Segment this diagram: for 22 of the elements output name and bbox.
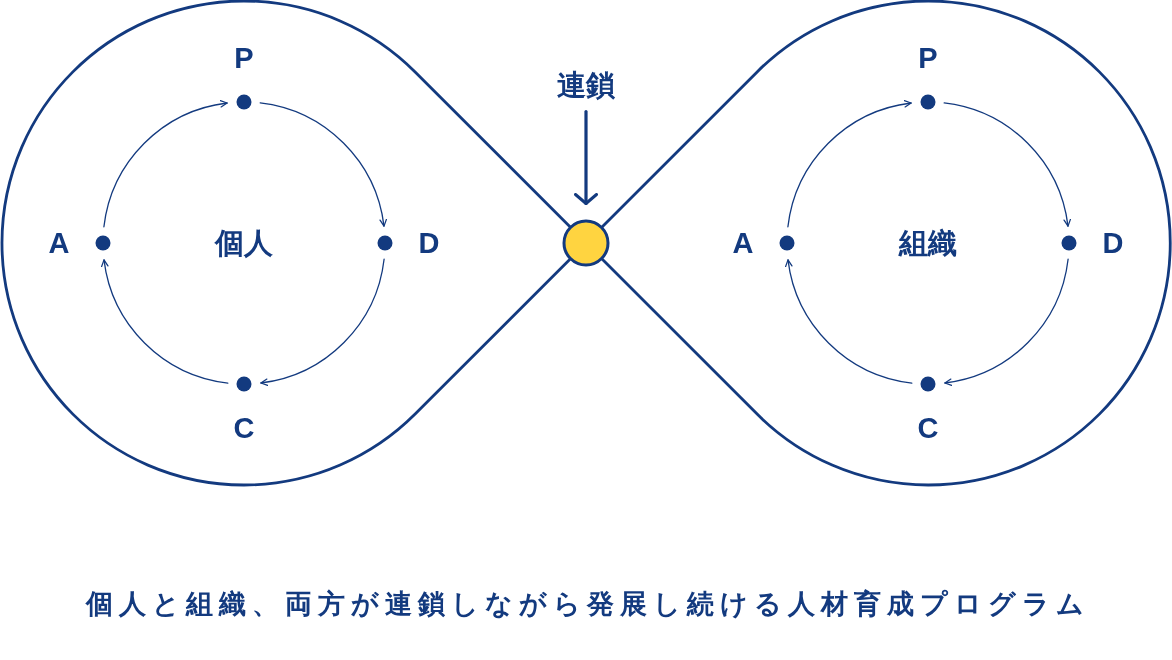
caption: 個人と組織、両方が連鎖しながら発展し続ける人材育成プログラム [86,590,1090,618]
step-letter: D [1102,228,1124,258]
curved-arrow [260,258,385,386]
step-letter: A [48,228,70,258]
cycle-label: 個人 [215,228,273,258]
step-letter: C [233,413,255,443]
step-letter: P [918,43,938,73]
step-letter: P [234,43,254,73]
step-letter: A [732,228,754,258]
curved-arrow [787,100,912,228]
arrow [574,109,598,206]
curved-arrow [103,100,228,228]
callout-label: 連鎖 [557,70,615,100]
curved-arrow [785,259,913,384]
curved-arrow [943,102,1071,227]
curved-arrow [101,259,229,384]
curved-arrow [944,258,1069,386]
step-letter: C [917,413,939,443]
junction-circle [562,219,610,267]
curved-arrow [259,102,387,227]
step-letter: D [418,228,440,258]
cycle-label: 組織 [899,228,957,258]
